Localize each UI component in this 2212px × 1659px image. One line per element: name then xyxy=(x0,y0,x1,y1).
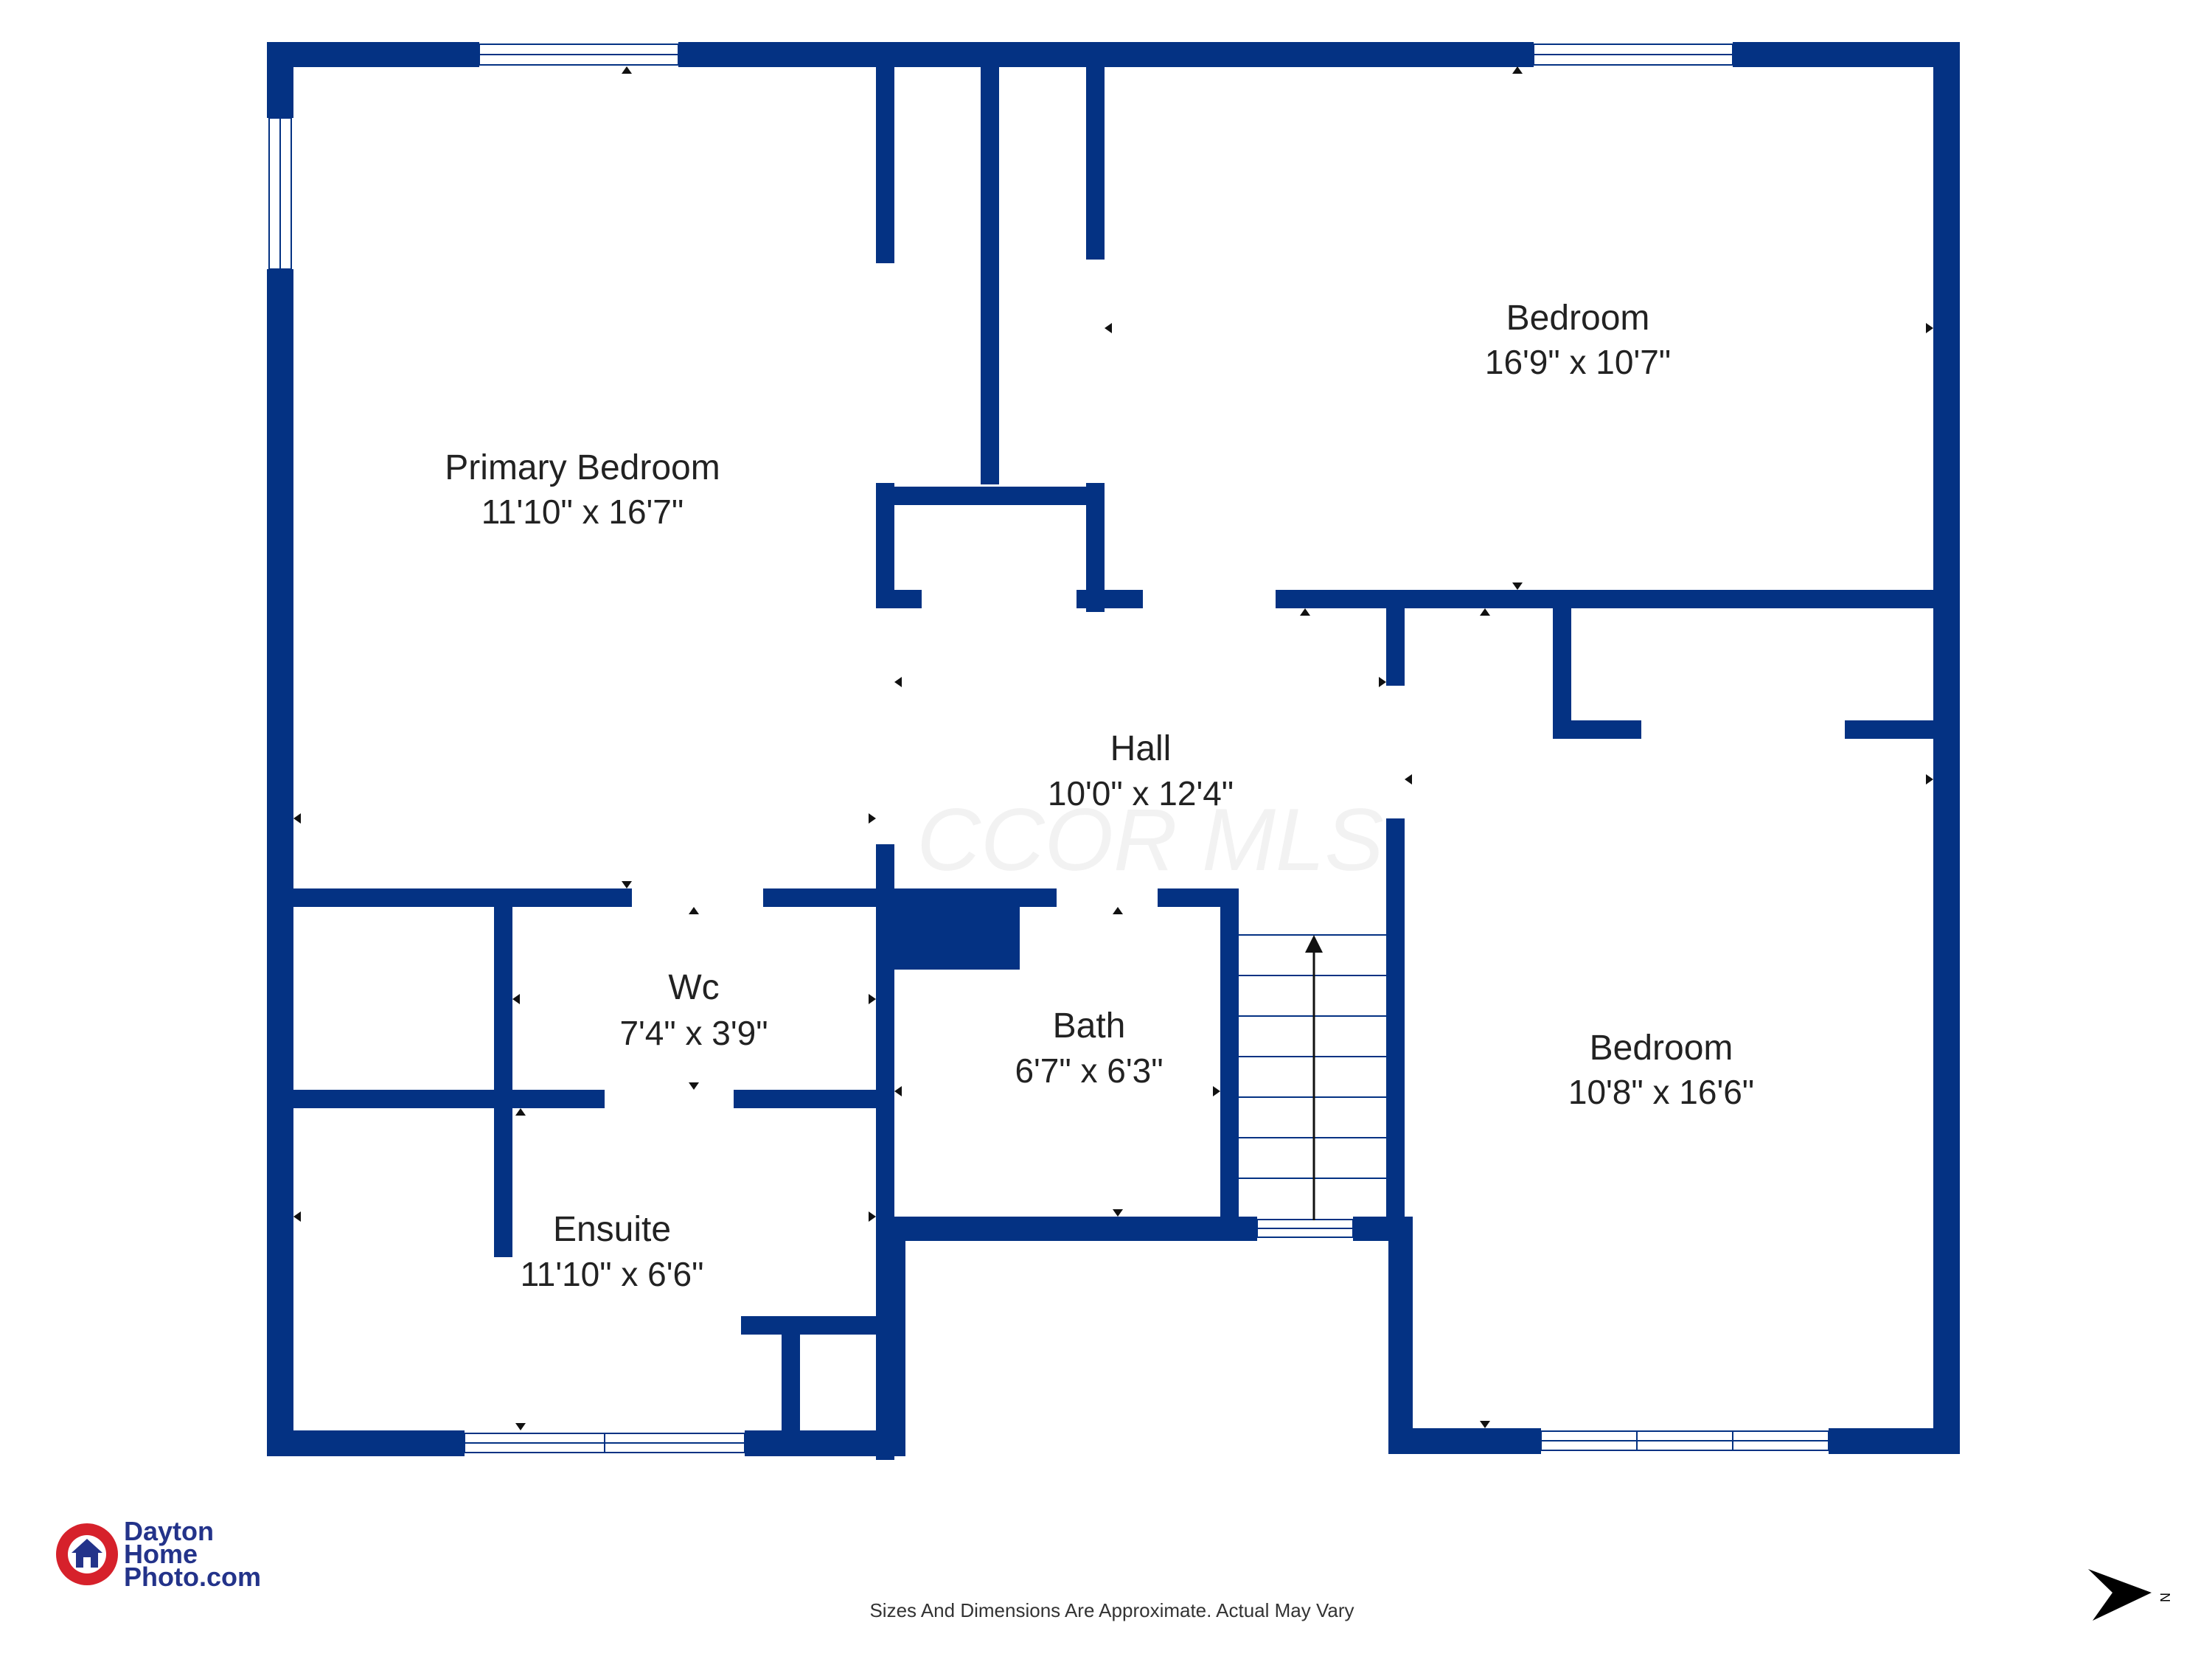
room-bedroom-top: Bedroom 16'9" x 10'7" xyxy=(1485,299,1671,381)
room-wc: Wc 7'4" x 3'9" xyxy=(619,968,768,1052)
stair-up-arrow-icon xyxy=(1305,935,1323,953)
room-name: Bath xyxy=(1053,1006,1126,1046)
room-dimensions: 6'7" x 6'3" xyxy=(1015,1051,1163,1090)
room-dimensions: 11'10" x 6'6" xyxy=(521,1255,704,1293)
staircase xyxy=(1239,934,1388,1220)
room-name: Wc xyxy=(668,968,719,1007)
watermark: CCOR MLS xyxy=(917,790,1383,889)
room-name: Bedroom xyxy=(1506,299,1650,338)
room-name: Hall xyxy=(1110,729,1172,768)
window-left xyxy=(267,117,293,270)
windows xyxy=(267,42,1829,1456)
room-dimensions: 7'4" x 3'9" xyxy=(619,1014,768,1052)
logo-line-2: Home xyxy=(124,1539,198,1569)
window-top-right xyxy=(1533,42,1733,67)
room-dimensions: 16'9" x 10'7" xyxy=(1485,343,1671,381)
room-primary-bedroom: Primary Bedroom 11'10" x 16'7" xyxy=(445,448,720,531)
room-dimensions: 11'10" x 16'7" xyxy=(481,493,684,531)
logo-line-1: Dayton xyxy=(124,1516,214,1546)
room-dimensions: 10'0" x 12'4" xyxy=(1048,774,1234,813)
room-name: Primary Bedroom xyxy=(445,448,720,487)
room-hall: Hall 10'0" x 12'4" xyxy=(1048,729,1234,813)
room-name: Bedroom xyxy=(1590,1029,1733,1068)
compass: N xyxy=(2088,1569,2172,1621)
logo-line-3: Photo.com xyxy=(124,1562,261,1592)
north-arrow-icon xyxy=(2088,1569,2152,1621)
room-dimensions: 10'8" x 16'6" xyxy=(1568,1073,1754,1111)
room-bath: Bath 6'7" x 6'3" xyxy=(1015,1006,1163,1090)
dimension-markers xyxy=(293,66,1933,1430)
interior-walls xyxy=(267,42,1960,1460)
window-bottom-right xyxy=(1540,1428,1829,1454)
window-ensuite xyxy=(464,1430,745,1456)
room-name: Ensuite xyxy=(553,1210,671,1249)
room-bedroom-right: Bedroom 10'8" x 16'6" xyxy=(1568,1029,1754,1111)
window-top-left xyxy=(479,42,679,67)
house-icon xyxy=(72,1539,102,1568)
room-ensuite: Ensuite 11'10" x 6'6" xyxy=(521,1210,704,1293)
north-label: N xyxy=(2157,1593,2172,1602)
dayton-home-photo-logo: Dayton Home Photo.com xyxy=(56,1516,261,1592)
window-stairs xyxy=(1256,1217,1354,1241)
disclaimer-text: Sizes And Dimensions Are Approximate. Ac… xyxy=(869,1599,1354,1621)
